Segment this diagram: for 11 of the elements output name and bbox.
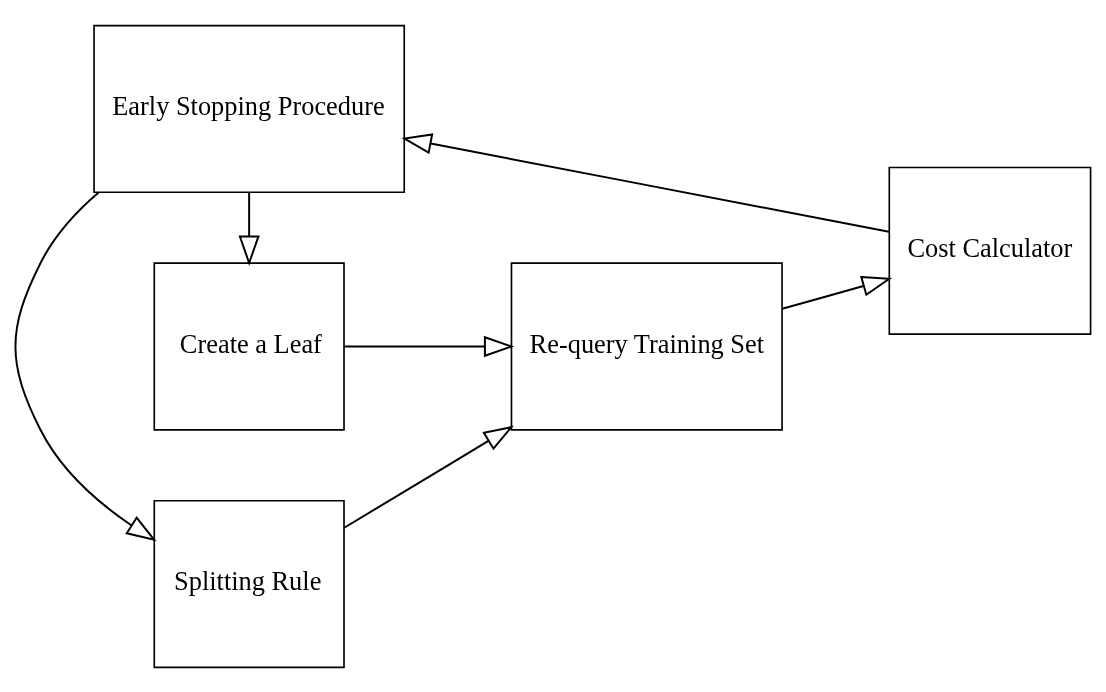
node-box: Cost Calculator: [888, 166, 1092, 335]
node-box: Create a Leaf: [153, 261, 345, 431]
arrow: [343, 335, 515, 357]
node-box: Re-query Training Set: [510, 261, 783, 431]
arrow: [343, 425, 514, 529]
arrow: [14, 191, 157, 541]
arrow: [401, 132, 890, 233]
arrow: [238, 191, 260, 266]
node-box: Splitting Rule: [153, 499, 345, 668]
arrow: [781, 275, 893, 310]
node-box: Early Stopping Procedure: [93, 24, 406, 193]
